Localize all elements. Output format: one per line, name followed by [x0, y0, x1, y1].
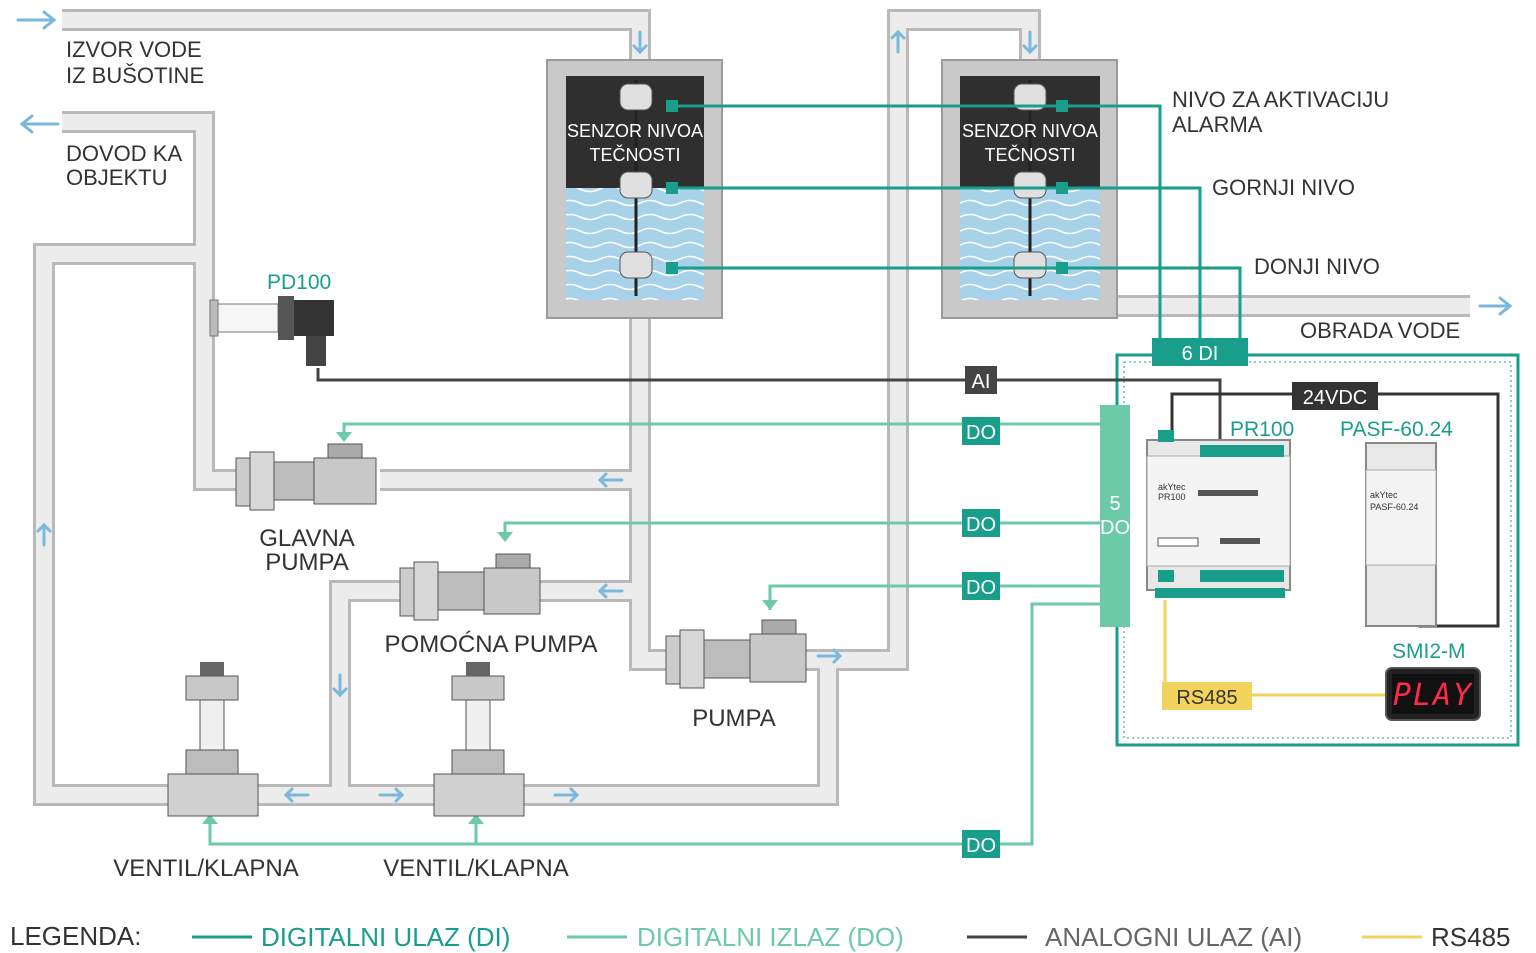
arrow-up-left-icon	[36, 522, 52, 547]
do-label-4: DO	[966, 835, 996, 857]
pr100-model: PR100	[1158, 492, 1186, 502]
di-terminals	[666, 100, 1068, 274]
arrow-right-bottom2-icon	[553, 787, 580, 803]
pipes	[33, 9, 1470, 806]
smi2-value: PLAY	[1393, 678, 1473, 713]
aux-pump	[399, 553, 541, 621]
valve-2	[433, 662, 525, 817]
float-middle-icon	[619, 171, 653, 199]
arrow-down-tank2-icon	[1022, 30, 1038, 55]
tank1-sensor-label-1: SENZOR NIVOA	[567, 121, 703, 141]
rs485-tag	[1162, 682, 1252, 710]
arrow-supply-out-icon	[19, 114, 60, 134]
rs485-wire	[1163, 600, 1388, 697]
legend-ai-label: ANALOGNI ULAZ (AI)	[1045, 922, 1302, 952]
tank2-sensor-label-2: TEČNOSTI	[984, 144, 1075, 165]
pasf-power-supply: akYtec PASF-60.24	[1365, 442, 1437, 627]
di-bus-tag	[1152, 338, 1248, 366]
legend-di-label: DIGITALNI ULAZ (DI)	[261, 922, 510, 952]
arrow-treatment-out-icon	[1478, 296, 1513, 316]
alarm-level-label-1: NIVO ZA AKTIVACIJU	[1172, 87, 1389, 112]
valve2-label: VENTIL/KLAPNA	[383, 855, 568, 882]
smi2-label: SMI2-M	[1392, 640, 1466, 663]
do-bus-label-1: 5	[1109, 493, 1120, 515]
valve1-label: VENTIL/KLAPNA	[113, 855, 298, 882]
legend: LEGENDA: DIGITALNI ULAZ (DI) DIGITALNI I…	[10, 921, 1511, 952]
aux-pump-label: POMOĆNA PUMPA	[385, 631, 598, 658]
di-wiring	[672, 104, 1242, 342]
power-tag	[1292, 382, 1378, 410]
ai-tag	[965, 366, 997, 394]
lower-level-label: DONJI NIVO	[1254, 254, 1380, 279]
arrow-right-bottom-icon	[378, 787, 405, 803]
pd100-pressure-sensor	[209, 296, 334, 366]
float-bottom-icon	[1013, 251, 1047, 279]
supply-label-2: OBJEKTU	[66, 165, 167, 190]
float-middle-icon	[1013, 171, 1047, 199]
arrow-left-bottom-icon	[283, 787, 310, 803]
pr100-controller: akYtec PR100	[1146, 430, 1291, 598]
pasf-model: PASF-60.24	[1370, 502, 1418, 512]
pr100-brand: akYtec	[1158, 482, 1186, 492]
legend-title: LEGENDA:	[10, 921, 142, 951]
float-top-icon	[1013, 83, 1047, 111]
rs485-label: RS485	[1176, 687, 1237, 709]
arrow-up-pipe-icon	[890, 29, 906, 54]
main-pump-label-2: PUMPA	[265, 549, 349, 576]
treatment-label: OBRADA VODE	[1300, 318, 1460, 343]
do-label-3: DO	[966, 577, 996, 599]
legend-rs485-label: RS485	[1431, 922, 1511, 952]
valve-1	[167, 662, 259, 817]
do-bus	[1100, 405, 1130, 627]
tank1-sensor-label-2: TEČNOSTI	[589, 144, 680, 165]
arrow-right-pump-icon	[816, 648, 843, 664]
ai-wire	[316, 368, 1222, 440]
do-tags: DO DO DO DO	[962, 417, 1000, 858]
source-label-2: IZ BUŠOTINE	[66, 63, 204, 88]
do-arrow-heads	[202, 432, 778, 824]
legend-do-label: DIGITALNI IZLAZ (DO)	[637, 922, 904, 952]
do-label-2: DO	[966, 514, 996, 536]
do-label-1: DO	[966, 422, 996, 444]
arrow-left-main-icon	[597, 472, 624, 488]
pasf-brand: akYtec	[1370, 490, 1398, 500]
power-label: 24VDC	[1303, 387, 1367, 409]
main-pump-label-1: GLAVNA	[259, 525, 355, 552]
tank2-sensor-label-1: SENZOR NIVOA	[962, 121, 1098, 141]
main-pump	[235, 443, 377, 511]
labels: IZVOR VODE IZ BUŠOTINE DOVOD KA OBJEKTU …	[66, 37, 1460, 882]
arrow-left-aux-icon	[597, 583, 624, 599]
di-bus-label: 6 DI	[1182, 343, 1219, 365]
pd100-label: PD100	[267, 271, 331, 294]
pump	[665, 619, 807, 689]
supply-label-1: DOVOD KA	[66, 141, 182, 166]
float-bottom-icon	[619, 251, 653, 279]
upper-level-label: GORNJI NIVO	[1212, 175, 1355, 200]
ai-label: AI	[972, 371, 991, 393]
pasf-label: PASF-60.24	[1340, 418, 1453, 441]
pump-label: PUMPA	[692, 705, 776, 732]
arrow-source-in-icon	[16, 10, 57, 30]
power-wire	[1170, 392, 1500, 628]
source-label-1: IZVOR VODE	[66, 37, 202, 62]
alarm-level-label-2: ALARMA	[1172, 112, 1263, 137]
do-bus-label-2: DO	[1100, 517, 1130, 539]
flow-arrows	[16, 10, 1513, 803]
float-top-icon	[619, 83, 653, 111]
smi2-display: PLAY	[1385, 667, 1481, 721]
arrow-down-mid-icon	[332, 673, 348, 698]
arrow-down-tank1-icon	[632, 30, 648, 55]
pr100-label: PR100	[1230, 418, 1294, 441]
